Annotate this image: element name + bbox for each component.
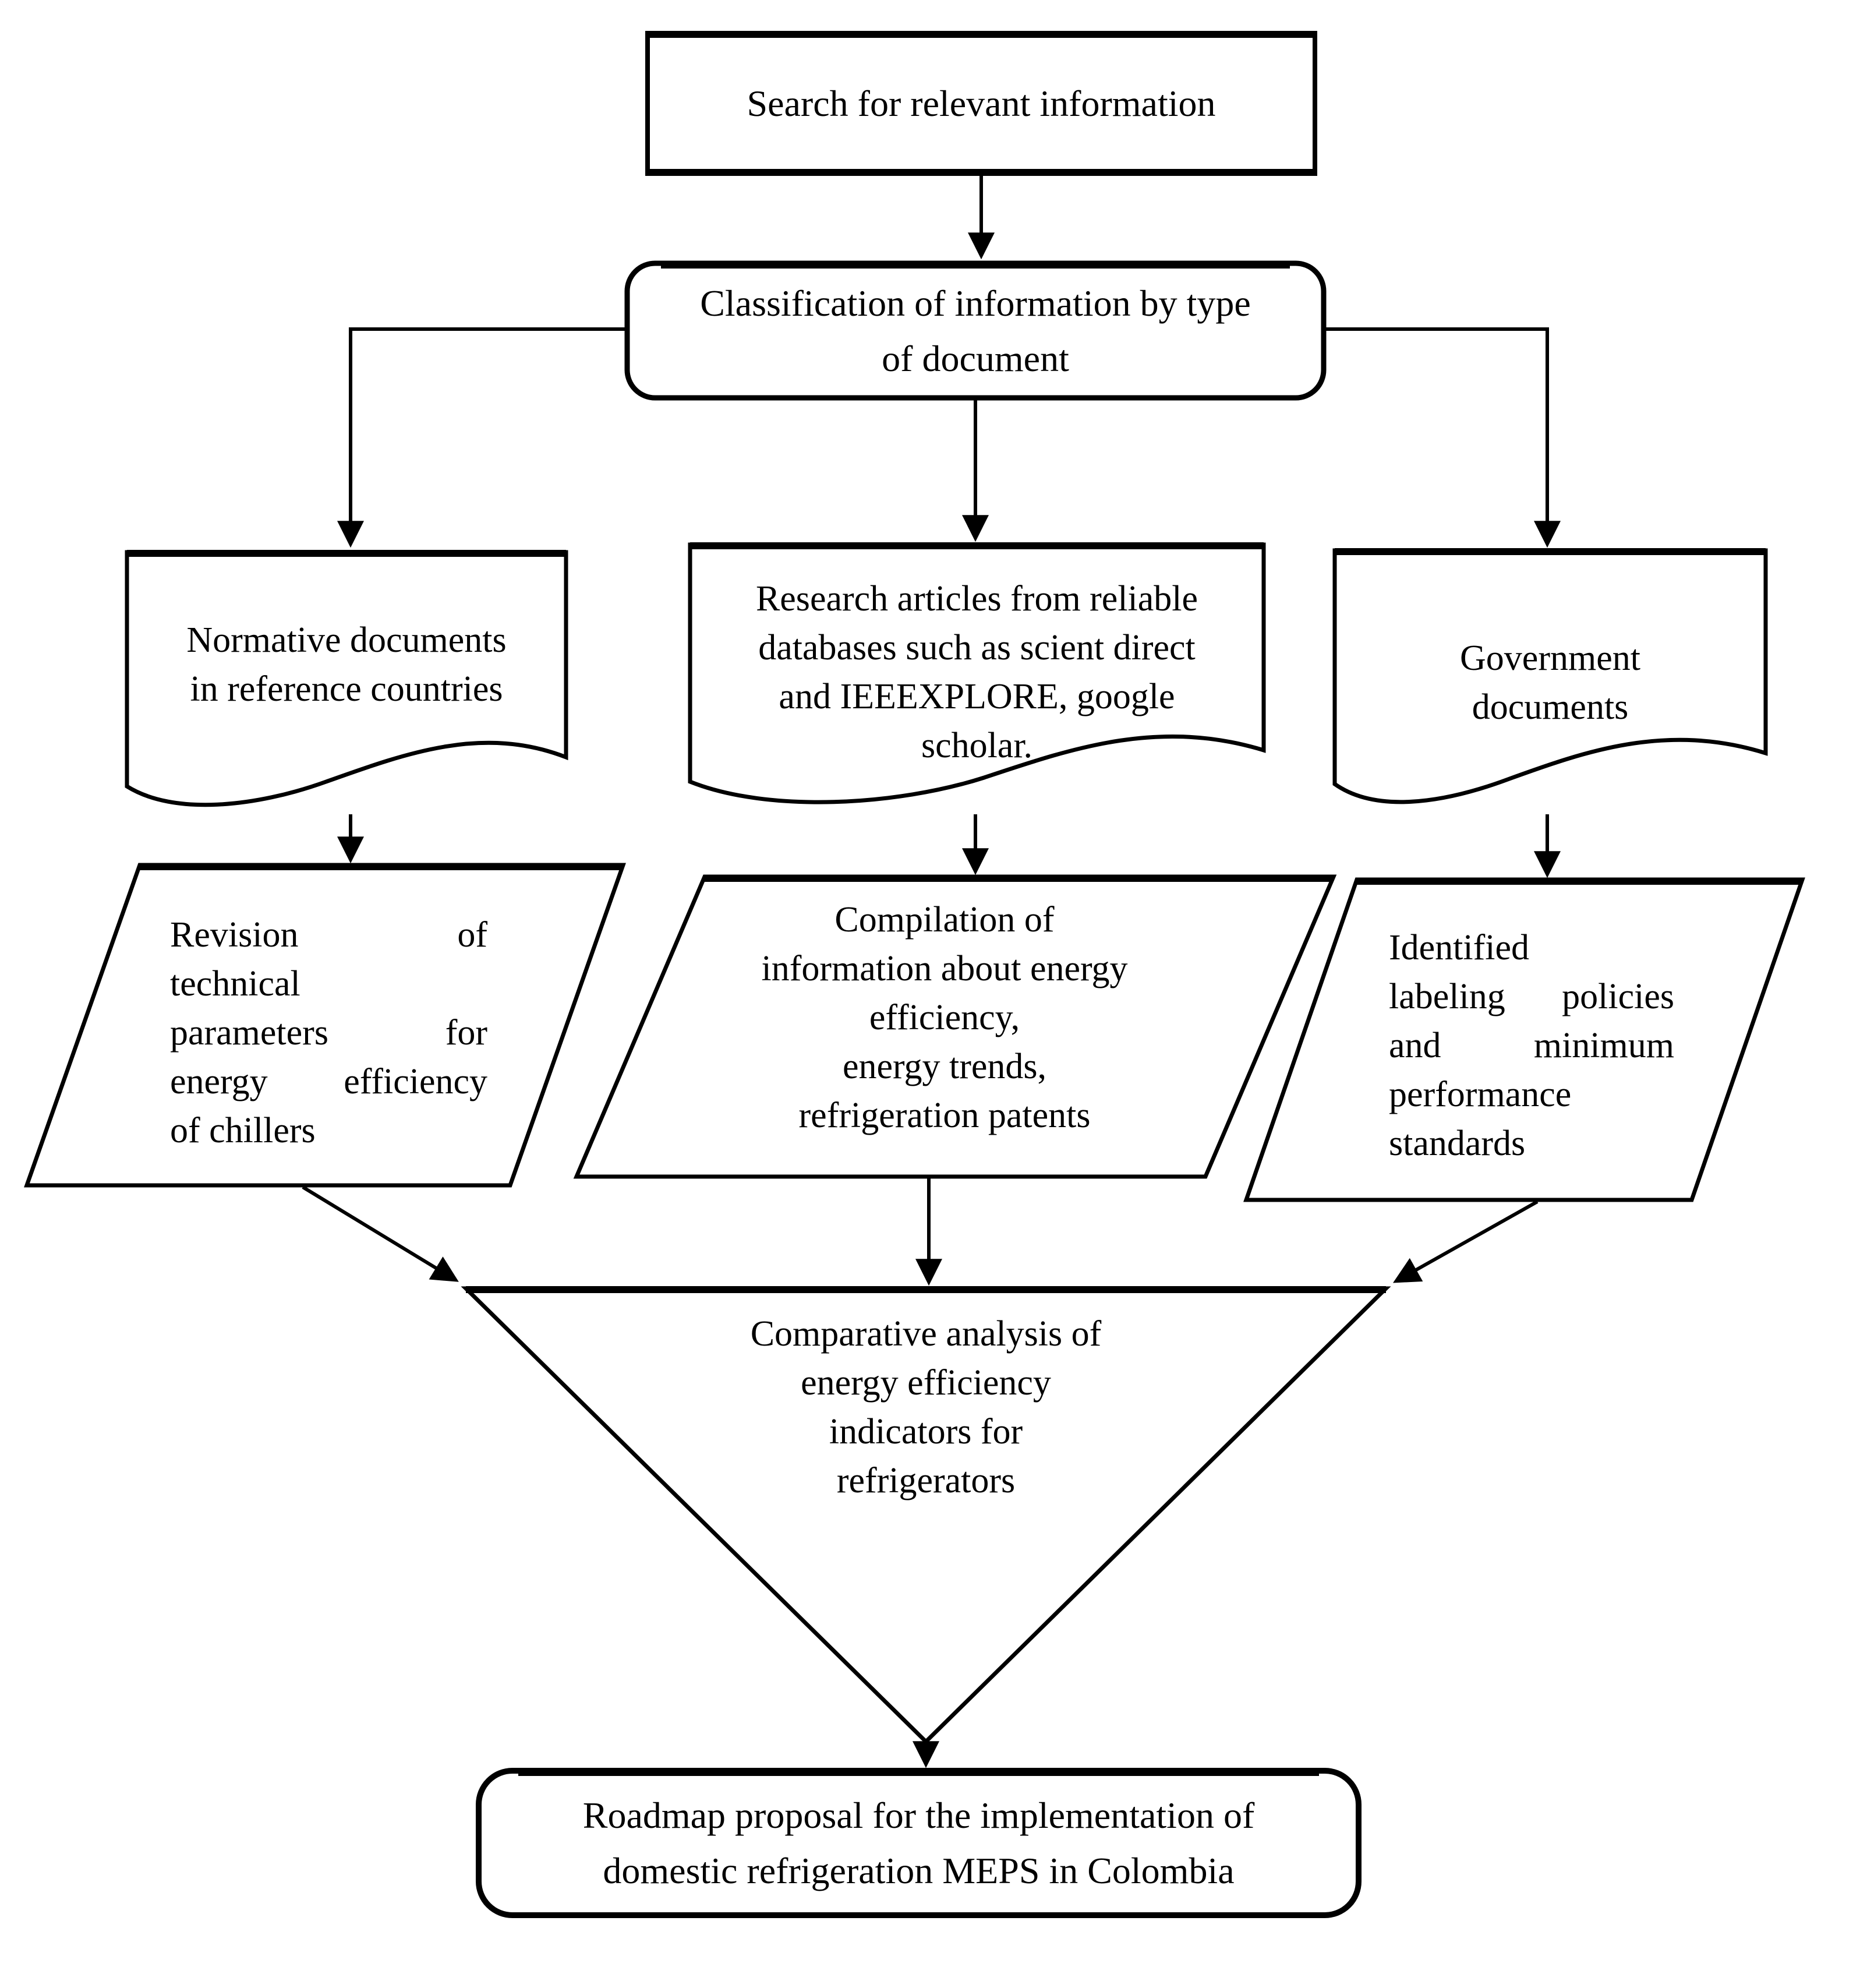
doc-research-shape xyxy=(688,542,1266,804)
analysis-line-1: Comparative analysis of xyxy=(750,1314,1102,1354)
para-revision-line-2: technical xyxy=(170,964,300,1004)
doc-normative-line-1: Normative documents xyxy=(186,620,507,660)
para-identified-line-1: Identified xyxy=(1389,928,1530,967)
para-revision-line-1: Revision of xyxy=(170,915,487,955)
doc-research-line-1: Research articles from reliable xyxy=(755,579,1198,619)
para-compilation-line-1: Compilation of xyxy=(834,900,1055,940)
roadmap-line-2: domestic refrigeration MEPS in Colombia xyxy=(603,1850,1235,1891)
roadmap-line-1: Roadmap proposal for the implementation … xyxy=(582,1795,1255,1836)
doc-government-shape xyxy=(1332,548,1768,804)
doc-research-line-2: databases such as scient direct xyxy=(758,628,1196,668)
classification-label-line-2: of document xyxy=(882,337,1069,379)
para-identified-label: Identified labeling policies and minimum… xyxy=(1389,923,1674,1168)
para-identified-line-2: labeling policies xyxy=(1389,977,1674,1016)
classification-box-label: Classification of information by type of… xyxy=(627,263,1324,398)
connector-para-identified-to-analysis xyxy=(1392,1200,1539,1283)
doc-normative-label: Normative documents in reference countri… xyxy=(143,616,550,714)
search-box-label: Search for relevant information xyxy=(648,33,1315,174)
doc-government-line-2: documents xyxy=(1472,687,1629,727)
para-compilation-line-4: energy trends, xyxy=(842,1047,1047,1086)
doc-normative-line-2: in reference countries xyxy=(190,669,503,709)
analysis-line-3: indicators for xyxy=(829,1412,1023,1452)
para-revision-label: Revision of technical parameters for ene… xyxy=(170,910,487,1155)
connector-classification-to-doc-normative xyxy=(337,327,627,548)
doc-government-label: Government documents xyxy=(1346,634,1754,732)
roadmap-box-label: Roadmap proposal for the implementation … xyxy=(479,1771,1359,1915)
search-box-label-line: Search for relevant information xyxy=(747,83,1216,124)
para-identified-line-5: standards xyxy=(1389,1124,1526,1163)
connector-para-revision-to-analysis xyxy=(302,1185,459,1282)
para-identified-line-4: performance xyxy=(1389,1075,1572,1114)
analysis-line-4: refrigerators xyxy=(836,1461,1016,1500)
para-compilation-line-5: refrigeration patents xyxy=(798,1096,1091,1135)
doc-normative-shape xyxy=(125,550,568,807)
para-compilation-line-2: information about energy xyxy=(761,949,1128,988)
para-compilation-label: Compilation of information about energy … xyxy=(697,895,1192,1140)
para-revision-line-4: energy efficiency xyxy=(170,1062,487,1101)
search-box-shape xyxy=(645,31,1317,176)
doc-research-line-4: scholar. xyxy=(921,726,1033,765)
analysis-line-2: energy efficiency xyxy=(801,1363,1051,1403)
analysis-triangle-label: Comparative analysis of energy efficienc… xyxy=(635,1309,1217,1505)
para-identified-line-3: and minimum xyxy=(1389,1026,1674,1065)
para-revision-line-3: parameters for xyxy=(170,1013,487,1053)
connector-classification-to-doc-government xyxy=(1324,327,1561,548)
para-revision-line-5: of chillers xyxy=(170,1111,316,1150)
doc-research-label: Research articles from reliable database… xyxy=(716,574,1237,770)
doc-research-line-3: and IEEEXPLORE, google xyxy=(779,677,1175,716)
para-compilation-line-3: efficiency, xyxy=(869,998,1020,1037)
classification-label-line-1: Classification of information by type xyxy=(700,282,1251,324)
doc-government-line-1: Government xyxy=(1460,638,1640,678)
